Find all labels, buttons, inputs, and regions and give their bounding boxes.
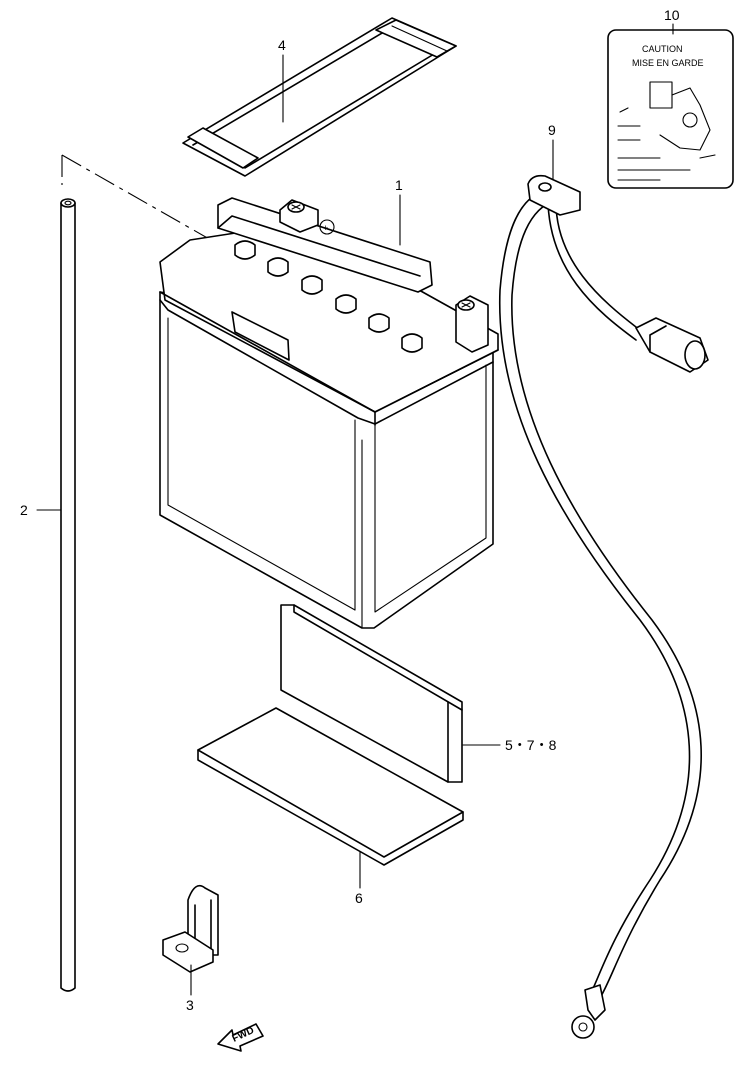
callout-numbers: 4 1 2 5・7・8 6 3 9 10 bbox=[20, 7, 680, 1013]
callout-battery: 1 bbox=[395, 177, 403, 193]
battery-base-plate bbox=[197, 707, 464, 866]
battery: + bbox=[159, 197, 499, 629]
caution-label: CAUTION MISE EN GARDE bbox=[607, 29, 734, 189]
label-line1: CAUTION bbox=[642, 44, 683, 54]
negative-terminal bbox=[455, 295, 489, 353]
leader-lines bbox=[36, 23, 674, 996]
callout-breather-hose: 2 bbox=[20, 502, 28, 518]
callout-ground-lead: 9 bbox=[548, 122, 556, 138]
callout-battery-plates: 5・7・8 bbox=[505, 737, 557, 753]
callout-caution-label: 10 bbox=[664, 7, 680, 23]
ground-lead bbox=[498, 174, 709, 1039]
fwd-arrow-icon: FWD bbox=[217, 1023, 264, 1052]
callout-base-plate: 6 bbox=[355, 890, 363, 906]
label-line2: MISE EN GARDE bbox=[632, 58, 704, 68]
positive-terminal: + bbox=[279, 199, 335, 235]
hose-clamp bbox=[162, 884, 219, 973]
battery-band bbox=[182, 17, 457, 177]
breather-hose bbox=[60, 198, 76, 992]
svg-text:+: + bbox=[323, 223, 328, 233]
callout-battery-band: 4 bbox=[278, 37, 286, 53]
callout-hose-clamp: 3 bbox=[186, 997, 194, 1013]
hose-routing-line bbox=[61, 154, 226, 249]
cell-caps bbox=[234, 240, 423, 353]
battery-spacer-plate bbox=[280, 604, 463, 783]
